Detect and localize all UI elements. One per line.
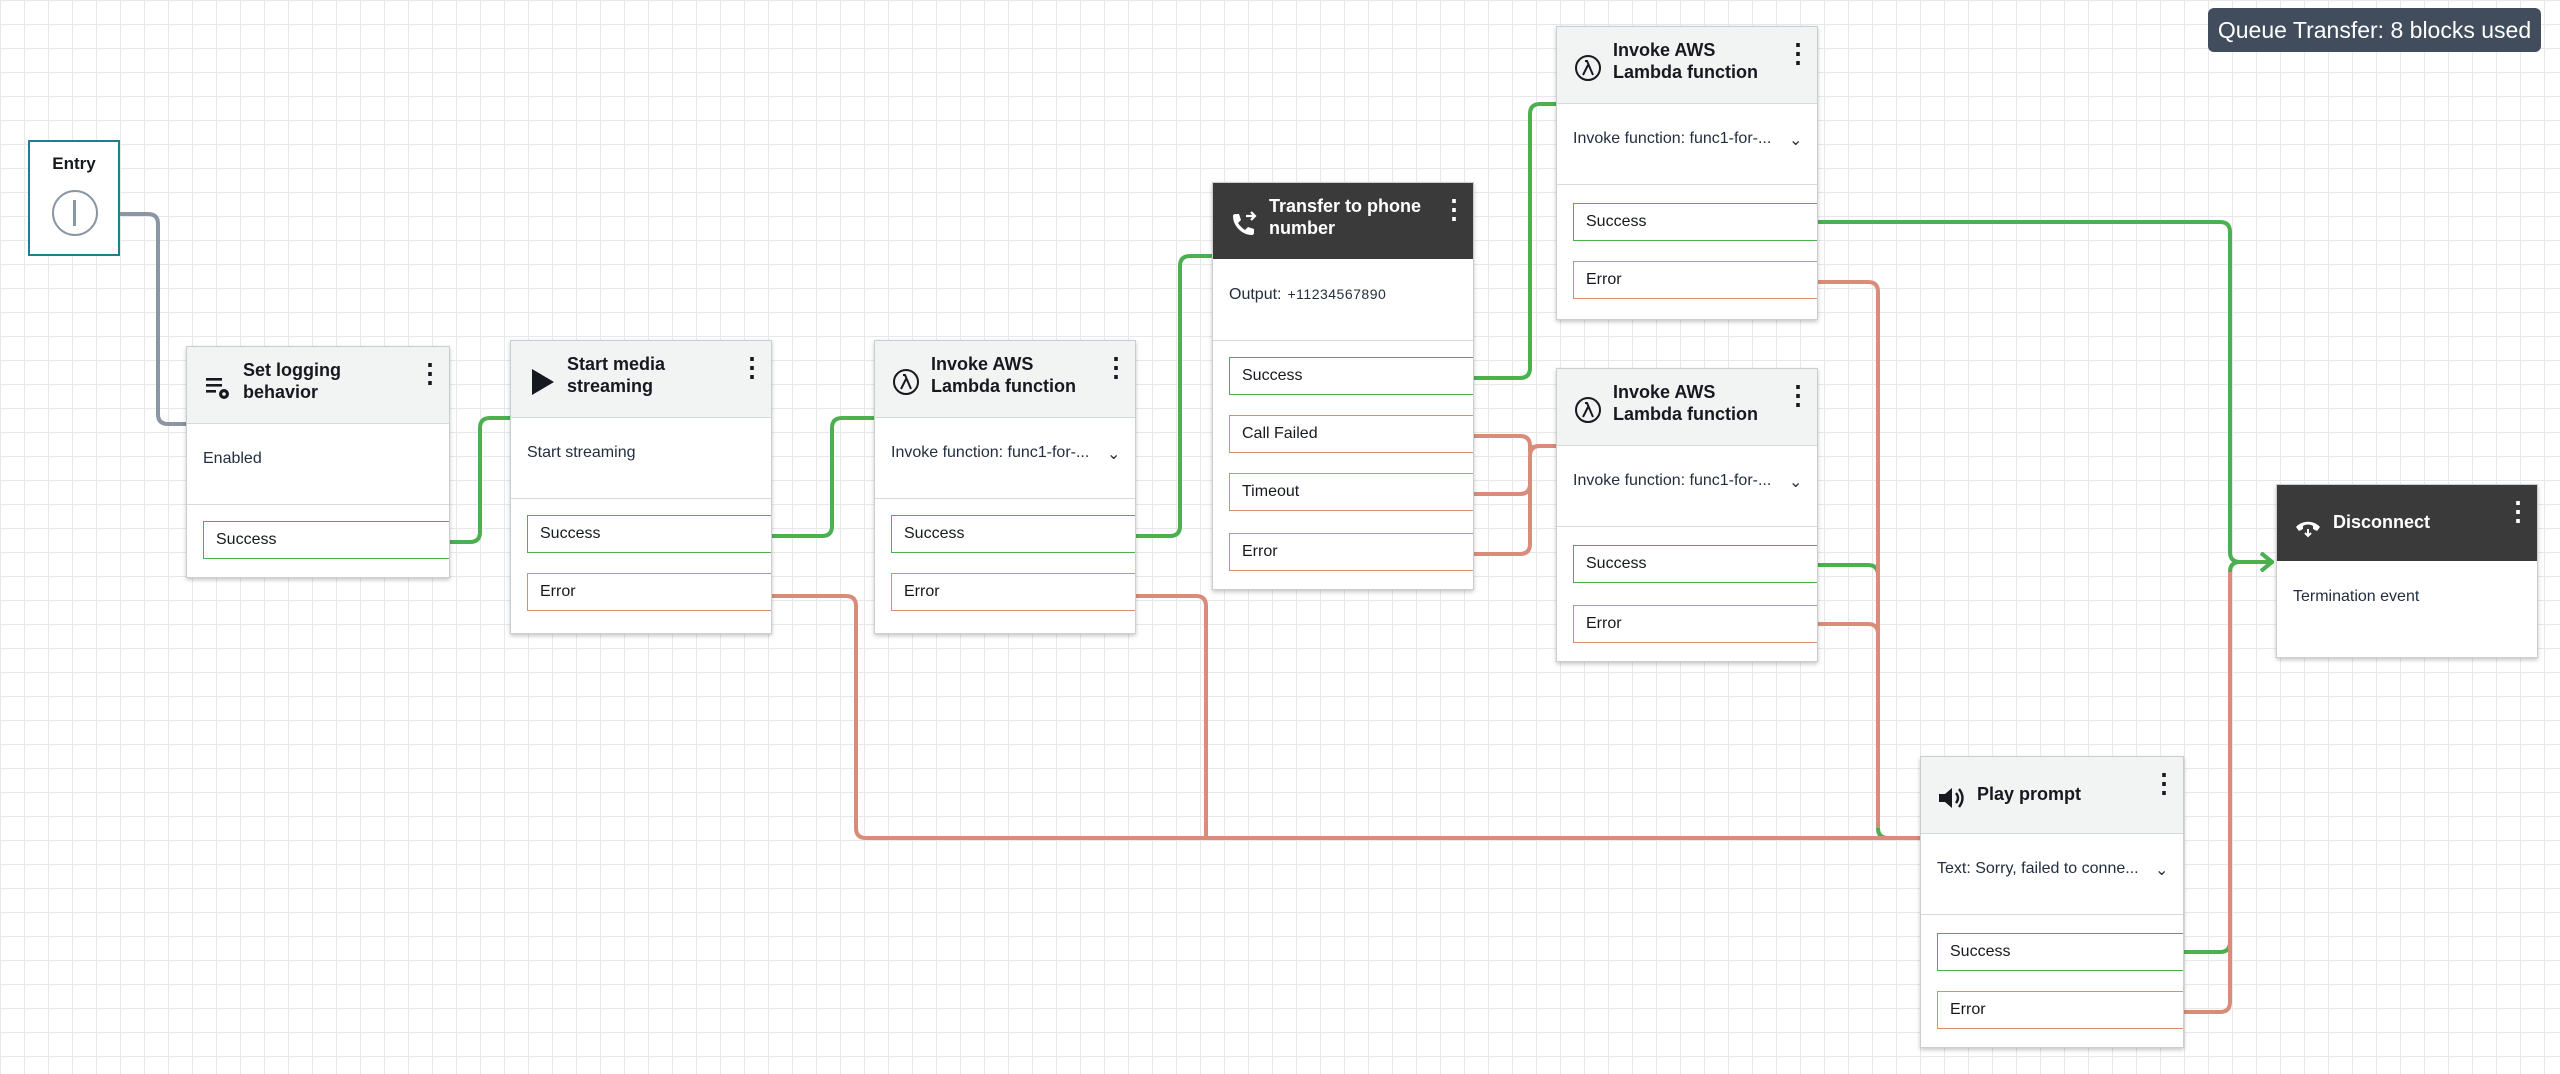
- more-options-icon[interactable]: ⋮: [2151, 768, 2177, 798]
- wire-lambda3-success: [1818, 563, 1934, 838]
- phone-number: +11234567890: [1287, 286, 1387, 302]
- block-title: Play prompt: [1977, 784, 2082, 804]
- branch-error[interactable]: Error: [527, 573, 771, 611]
- block-title: Disconnect: [2333, 512, 2431, 532]
- block-header: Set logging behavior ⋮: [187, 347, 449, 424]
- block-header: Disconnect ⋮: [2277, 485, 2537, 561]
- block-header: Invoke AWS Lambda function ⋮: [1557, 27, 1817, 104]
- invoke-lambda-block-2[interactable]: Invoke AWS Lambda function ⋮ Invoke func…: [1556, 26, 1818, 320]
- wire-transfer-timeout: [1474, 444, 1541, 496]
- wire-lambda2-error: [1818, 280, 1880, 828]
- block-body-text: Text: Sorry, failed to conne...: [1937, 860, 2139, 877]
- more-options-icon[interactable]: ⋮: [739, 352, 765, 382]
- block-body: Output: +11234567890: [1213, 260, 1473, 341]
- transfer-to-phone-number-block[interactable]: Transfer to phone number ⋮ Output: +11234…: [1212, 182, 1474, 590]
- branch-timeout[interactable]: Timeout: [1229, 473, 1473, 511]
- entry-icon: [52, 190, 98, 236]
- logging-icon: [203, 373, 233, 403]
- wire-prompt-error: [2184, 572, 2232, 1014]
- more-options-icon[interactable]: ⋮: [417, 358, 443, 388]
- block-body: Termination event: [2277, 562, 2537, 642]
- branch-success[interactable]: Success: [203, 521, 449, 559]
- branch-success[interactable]: Success: [1229, 357, 1473, 395]
- block-title: Transfer to phone number: [1269, 196, 1422, 238]
- more-options-icon[interactable]: ⋮: [2505, 496, 2531, 526]
- chevron-down-icon[interactable]: ⌄: [1107, 446, 1121, 463]
- block-body-text: Invoke function: func1-for-...: [1573, 472, 1772, 489]
- block-body[interactable]: Invoke function: func1-for-... ⌄: [1557, 104, 1817, 185]
- block-body-text: Start streaming: [527, 444, 636, 461]
- speaker-icon: [1937, 783, 1967, 813]
- invoke-lambda-block-1[interactable]: Invoke AWS Lambda function ⋮ Invoke func…: [874, 340, 1136, 634]
- branch-success[interactable]: Success: [1573, 545, 1817, 583]
- play-prompt-block[interactable]: Play prompt ⋮ Text: Sorry, failed to con…: [1920, 756, 2184, 1048]
- block-header: Invoke AWS Lambda function ⋮: [1557, 369, 1817, 446]
- block-title: Invoke AWS Lambda function: [1613, 382, 1758, 424]
- lambda-icon: [1573, 395, 1603, 425]
- disconnect-block[interactable]: Disconnect ⋮ Termination event: [2276, 484, 2538, 658]
- start-media-streaming-block[interactable]: Start media streaming ⋮ Start streaming …: [510, 340, 772, 634]
- output-label: Output:: [1229, 286, 1282, 303]
- block-body-text: Termination event: [2293, 588, 2420, 605]
- play-icon: [527, 367, 557, 397]
- block-title: Set logging behavior: [243, 360, 341, 402]
- block-body: Start streaming: [511, 418, 771, 499]
- more-options-icon[interactable]: ⋮: [1103, 352, 1129, 382]
- branch-error[interactable]: Error: [1573, 261, 1817, 299]
- block-body[interactable]: Text: Sorry, failed to conne... ⌄: [1921, 834, 2183, 915]
- entry-block[interactable]: Entry: [28, 140, 120, 256]
- branch-success[interactable]: Success: [1937, 933, 2183, 971]
- wire-transfer-error: [1474, 456, 1532, 556]
- block-title: Invoke AWS Lambda function: [1613, 40, 1758, 82]
- block-body-text: Invoke function: func1-for-...: [891, 444, 1090, 461]
- more-options-icon[interactable]: ⋮: [1785, 38, 1811, 68]
- chevron-down-icon[interactable]: ⌄: [1789, 474, 1803, 491]
- wire-lambda2-success: [1818, 220, 2272, 562]
- chevron-down-icon[interactable]: ⌄: [1789, 132, 1803, 149]
- entry-label: Entry: [52, 154, 96, 173]
- branch-error[interactable]: Error: [1229, 533, 1473, 571]
- invoke-lambda-block-3[interactable]: Invoke AWS Lambda function ⋮ Invoke func…: [1556, 368, 1818, 662]
- lambda-icon: [891, 367, 921, 397]
- branch-error[interactable]: Error: [1573, 605, 1817, 643]
- branch-call-failed[interactable]: Call Failed: [1229, 415, 1473, 453]
- branch-success[interactable]: Success: [891, 515, 1135, 553]
- block-title: Invoke AWS Lambda function: [931, 354, 1076, 396]
- hangup-icon: [2293, 511, 2323, 541]
- block-header: Invoke AWS Lambda function ⋮: [875, 341, 1135, 418]
- block-title: Start media streaming: [567, 354, 666, 396]
- branch-success[interactable]: Success: [1573, 203, 1817, 241]
- block-body-text: Output: +11234567890: [1229, 286, 1457, 304]
- phone-transfer-icon: [1229, 209, 1259, 239]
- branch-success[interactable]: Success: [527, 515, 771, 553]
- chevron-down-icon[interactable]: ⌄: [2155, 862, 2169, 879]
- branch-error[interactable]: Error: [1937, 991, 2183, 1029]
- block-body[interactable]: Invoke function: func1-for-... ⌄: [1557, 446, 1817, 527]
- wire-prompt-success: [2184, 562, 2272, 954]
- branch-error[interactable]: Error: [891, 573, 1135, 611]
- wire-media-success: [772, 418, 888, 538]
- block-body: Enabled: [187, 424, 449, 505]
- block-body-text: Invoke function: func1-for-...: [1573, 130, 1772, 147]
- block-header: Start media streaming ⋮: [511, 341, 771, 418]
- more-options-icon[interactable]: ⋮: [1441, 194, 1467, 224]
- set-logging-behavior-block[interactable]: Set logging behavior ⋮ Enabled Success: [186, 346, 450, 578]
- block-header: Transfer to phone number ⋮: [1213, 183, 1473, 259]
- queue-transfer-badge: Queue Transfer: 8 blocks used: [2208, 8, 2541, 52]
- block-body[interactable]: Invoke function: func1-for-... ⌄: [875, 418, 1135, 499]
- wire-lambda3-error: [1818, 622, 1880, 635]
- block-body-text: Enabled: [203, 450, 262, 467]
- block-header: Play prompt ⋮: [1921, 757, 2183, 834]
- lambda-icon: [1573, 53, 1603, 83]
- more-options-icon[interactable]: ⋮: [1785, 380, 1811, 410]
- wire-lambda1-error: [1136, 594, 1208, 838]
